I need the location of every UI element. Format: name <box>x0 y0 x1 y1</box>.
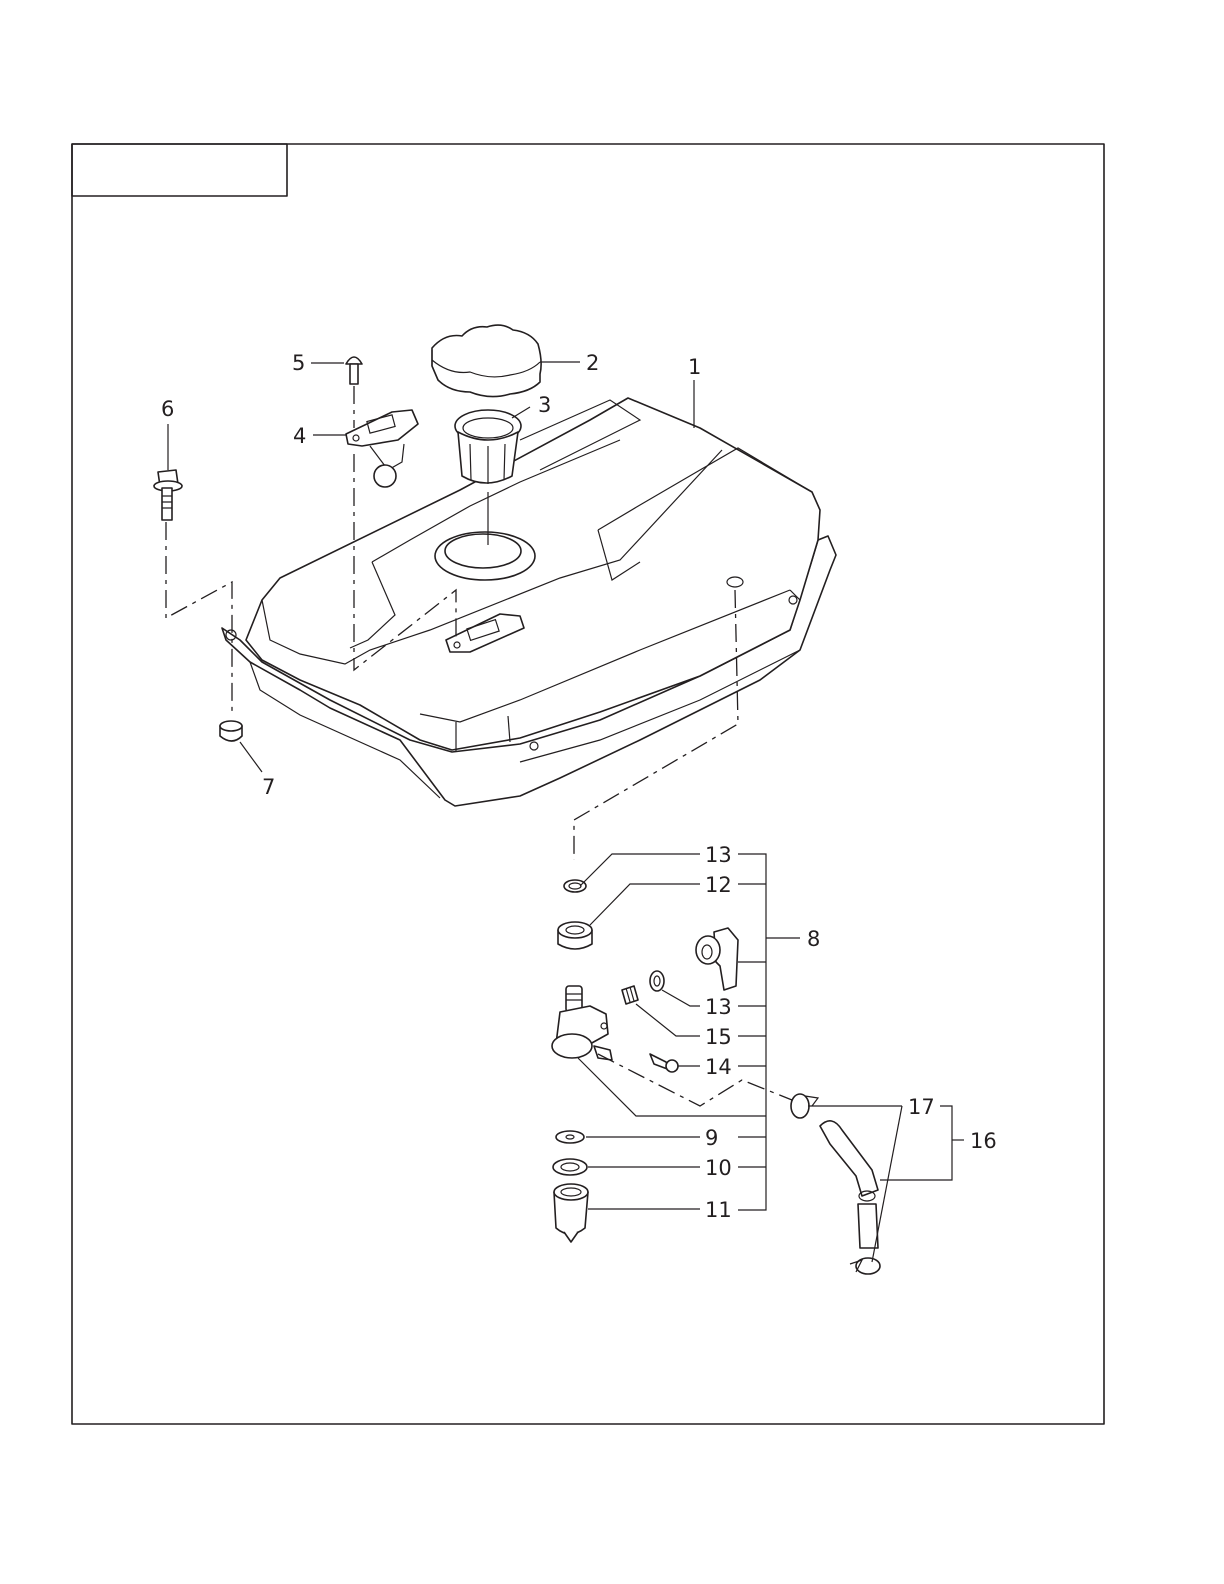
seal-washer-13-lower <box>650 971 664 991</box>
lever-8 <box>696 928 738 990</box>
o-ring-10 <box>553 1159 587 1175</box>
callout-17: 17 <box>908 1095 935 1119</box>
cup-11 <box>554 1184 588 1242</box>
diagram-frame <box>72 144 1104 1424</box>
callout-6: 6 <box>161 397 174 421</box>
callout-4: 4 <box>293 424 306 448</box>
assembly-line-hose <box>598 1054 792 1106</box>
tank-bushing <box>220 721 242 741</box>
fuel-strainer <box>455 410 521 484</box>
callout-12: 12 <box>705 873 732 897</box>
callout-14: 14 <box>705 1055 732 1079</box>
callout-9: 9 <box>705 1126 718 1150</box>
fuel-cock-body <box>552 986 612 1060</box>
fuel-hose <box>820 1121 878 1248</box>
fuel-tank <box>222 398 836 806</box>
fuel-cap <box>432 325 541 396</box>
callout-1: 1 <box>688 355 701 379</box>
title-box <box>72 144 287 196</box>
assembly-line-bolt <box>166 522 232 716</box>
callout-7: 7 <box>262 775 275 799</box>
callout-11: 11 <box>705 1198 732 1222</box>
callout-8: 8 <box>807 927 820 951</box>
callout-5: 5 <box>292 351 305 375</box>
spring-15 <box>622 986 638 1004</box>
callout-3: 3 <box>538 393 551 417</box>
callout-16: 16 <box>970 1129 997 1153</box>
callout-2: 2 <box>586 351 599 375</box>
nut-12 <box>558 922 592 949</box>
gasket-9 <box>556 1131 584 1143</box>
callout-15: 15 <box>705 1025 732 1049</box>
gauge-screw <box>346 357 362 384</box>
fuel-gauge <box>346 410 418 487</box>
callout-13b: 13 <box>705 995 732 1019</box>
tank-bolt <box>154 470 182 520</box>
callout-10: 10 <box>705 1156 732 1180</box>
screw-14 <box>650 1054 678 1072</box>
hose-clip-lower <box>850 1258 880 1274</box>
seal-washer-13-top <box>564 880 586 892</box>
callout-13a: 13 <box>705 843 732 867</box>
